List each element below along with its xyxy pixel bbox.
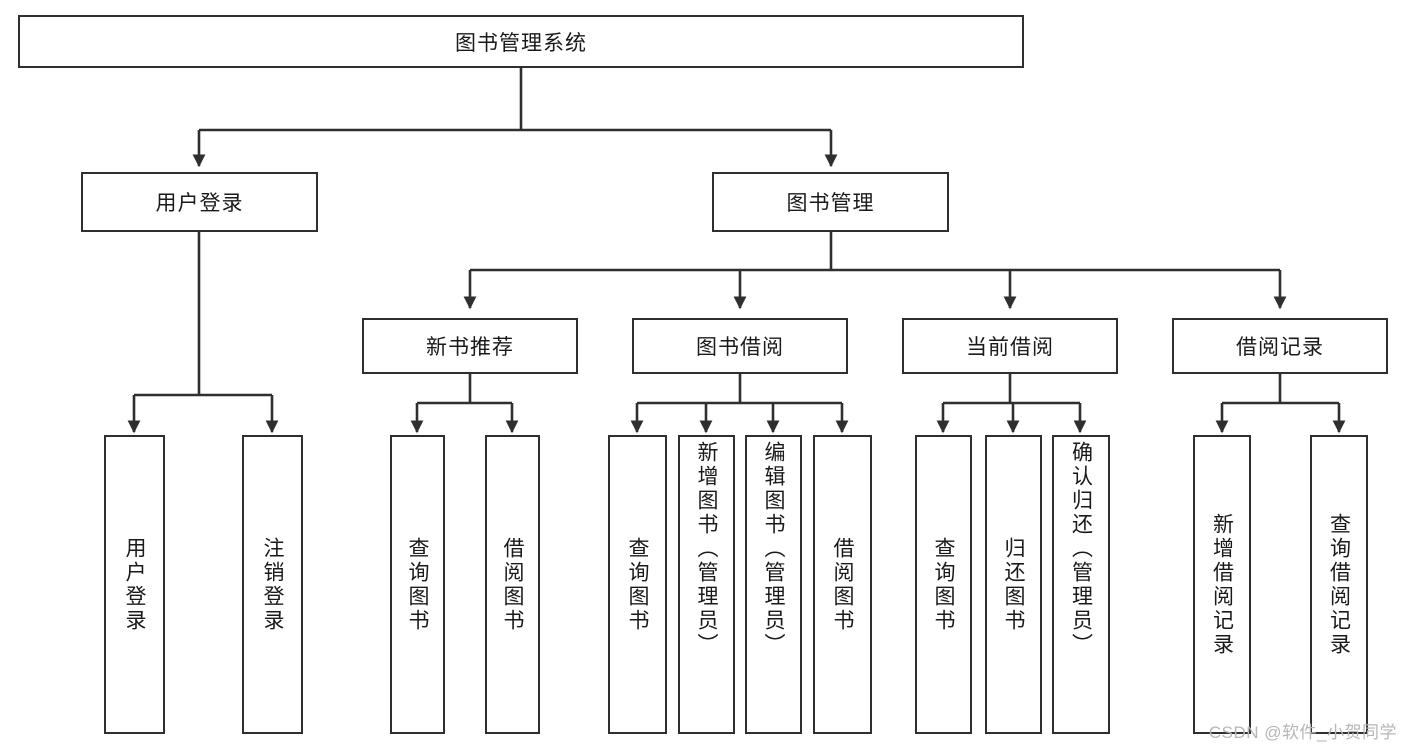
node-label: 新增借阅记录	[1210, 512, 1234, 657]
node-root-system[interactable]: 图书管理系统	[18, 15, 1024, 68]
node-book-borrow[interactable]: 图书借阅	[632, 318, 848, 374]
node-label: 当前借阅	[966, 336, 1054, 359]
node-user-login[interactable]: 用户登录	[81, 172, 318, 232]
leaf-current-borrow-query[interactable]: 查询图书	[915, 435, 972, 734]
node-label: 确认归还（管理员）	[1069, 441, 1093, 657]
node-label: 编辑图书（管理员）	[762, 441, 785, 657]
leaf-borrow-record-add[interactable]: 新增借阅记录	[1193, 435, 1251, 734]
leaf-borrow-record-query[interactable]: 查询借阅记录	[1310, 435, 1368, 734]
watermark-text: CSDN @软件_小贺同学	[1208, 723, 1397, 742]
leaf-book-borrow-borrow[interactable]: 借阅图书	[813, 435, 872, 734]
node-label: 新书推荐	[426, 336, 514, 359]
node-label: 借阅记录	[1236, 336, 1324, 359]
node-label: 用户登录	[123, 536, 146, 633]
leaf-current-borrow-return[interactable]: 归还图书	[985, 435, 1042, 734]
node-label: 查询图书	[406, 536, 429, 633]
leaf-book-borrow-edit[interactable]: 编辑图书（管理员）	[745, 435, 802, 734]
leaf-new-book-borrow[interactable]: 借阅图书	[485, 435, 540, 734]
leaf-user-login-logout[interactable]: 注销登录	[242, 435, 303, 734]
node-label: 查询借阅记录	[1327, 512, 1351, 657]
node-label: 注销登录	[261, 536, 284, 633]
node-label: 图书管理系统	[455, 31, 587, 55]
node-book-management[interactable]: 图书管理	[712, 172, 949, 232]
node-current-borrow[interactable]: 当前借阅	[902, 318, 1118, 374]
node-label: 查询图书	[626, 536, 649, 633]
node-label: 用户登录	[155, 192, 244, 215]
node-borrow-record[interactable]: 借阅记录	[1172, 318, 1388, 374]
leaf-book-borrow-query[interactable]: 查询图书	[608, 435, 667, 734]
node-label: 归还图书	[1002, 536, 1025, 633]
node-label: 图书借阅	[696, 336, 784, 359]
node-label: 借阅图书	[501, 536, 524, 633]
leaf-book-borrow-add[interactable]: 新增图书（管理员）	[678, 435, 735, 734]
leaf-new-book-query[interactable]: 查询图书	[390, 435, 445, 734]
leaf-current-borrow-confirm-return[interactable]: 确认归还（管理员）	[1052, 435, 1110, 734]
node-label: 借阅图书	[831, 536, 854, 633]
node-label: 新增图书（管理员）	[695, 441, 718, 657]
node-label: 查询图书	[932, 536, 955, 633]
leaf-user-login-login[interactable]: 用户登录	[104, 435, 165, 734]
node-label: 图书管理	[786, 192, 875, 215]
node-new-book-recommend[interactable]: 新书推荐	[362, 318, 578, 374]
